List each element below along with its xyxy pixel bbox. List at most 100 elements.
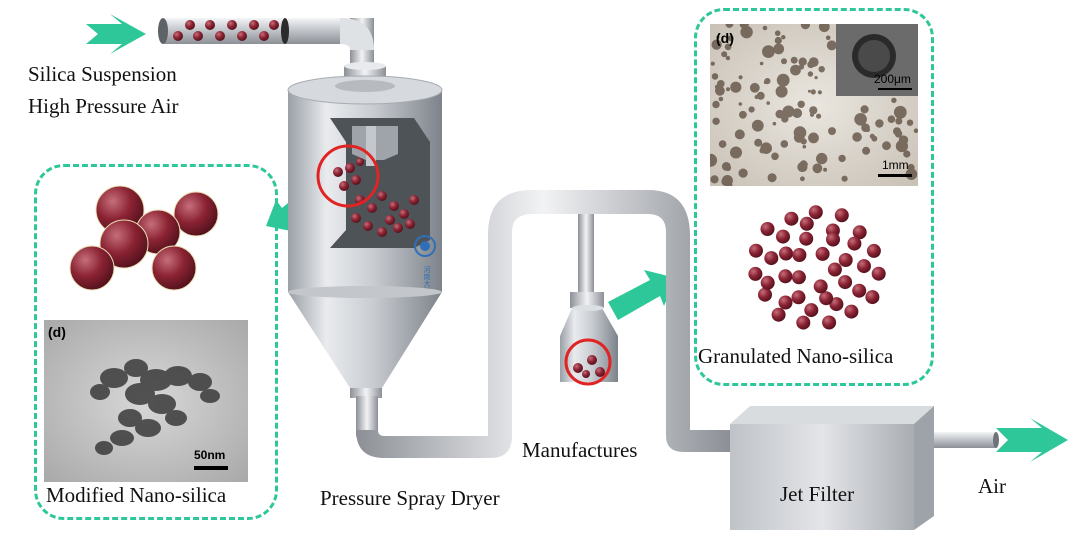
micrograph-granule (767, 173, 777, 183)
granule-particle (771, 307, 786, 322)
optical-panel-label: (d) (716, 30, 734, 46)
micrograph-granule (818, 66, 825, 73)
granulated-silica-model (748, 205, 886, 330)
micrograph-granule (738, 168, 748, 178)
granule-particle (822, 315, 837, 330)
micrograph-granule (718, 140, 727, 148)
micrograph-granule (721, 175, 733, 186)
cyclone-separator (560, 214, 618, 386)
micrograph-granule (826, 40, 837, 51)
tem-scale-bar-label: 50nm (194, 448, 226, 462)
micrograph-granule (793, 132, 805, 143)
inlet-label-suspension: Silica Suspension (28, 62, 177, 86)
micrograph-granule (759, 61, 764, 66)
manufactures-label: Manufactures (522, 438, 638, 462)
micrograph-granule (893, 105, 907, 119)
tem-panel-label: (d) (48, 324, 66, 340)
spray-dryer-label: Pressure Spray Dryer (320, 486, 500, 510)
micrograph-granule (712, 100, 720, 109)
micrograph-granule (816, 152, 828, 165)
granule-particle (819, 291, 834, 306)
granule-particle (796, 315, 811, 330)
granule-particle (827, 262, 842, 277)
micrograph-granule (724, 164, 732, 172)
micrograph-granule (771, 152, 779, 161)
micrograph-granule (782, 105, 795, 118)
micrograph-granule (816, 113, 822, 119)
granule-particle (778, 295, 793, 310)
micrograph-granule (738, 102, 743, 106)
micrograph-granule (798, 57, 807, 66)
micrograph-granule (906, 119, 914, 126)
micrograph-granule (730, 81, 742, 93)
micrograph-granule (774, 36, 782, 45)
granule-particle (871, 266, 886, 281)
micrograph-granule (724, 43, 732, 51)
highlight-circle (316, 144, 380, 208)
granule-particle (852, 225, 867, 240)
micrograph-granule (882, 141, 891, 151)
micrograph-granule (818, 24, 830, 33)
granule-particle (838, 275, 853, 290)
micrograph-granule (762, 45, 775, 58)
micrograph-granule (790, 56, 798, 64)
micrograph-granule (730, 146, 742, 159)
flow-arrow-icon (608, 270, 676, 320)
micrograph-granule (825, 35, 831, 41)
micrograph-granule (781, 35, 786, 40)
jet-filter (730, 406, 934, 530)
micrograph-granule (759, 147, 766, 154)
micrograph-granule (738, 75, 743, 80)
micrograph-granule (895, 117, 903, 125)
micrograph-granule (748, 106, 755, 113)
micrograph-granule (862, 146, 871, 155)
micrograph-granule (726, 87, 730, 92)
micrograph-granule (807, 61, 815, 69)
granule-particle (857, 259, 871, 274)
micrograph-granule (903, 150, 911, 158)
inlet-label-air: High Pressure Air (28, 94, 179, 118)
micrograph-granule (762, 25, 768, 31)
micrograph-granule (714, 84, 720, 90)
inset-scale-bar-label: 200μm (874, 72, 911, 86)
micrograph-granule (712, 117, 720, 126)
micrograph-granule (739, 110, 747, 119)
optical-micrograph: (d) 200μm 1mm (710, 24, 918, 186)
micrograph-granule (800, 24, 810, 30)
granule-particle (834, 208, 849, 223)
micrograph-granule (887, 115, 896, 123)
granule-particle (865, 290, 880, 305)
micrograph-granule (718, 96, 724, 102)
micrograph-granule (907, 163, 915, 172)
granule-particle (758, 287, 772, 302)
micrograph-granule (773, 43, 785, 55)
micrograph-granule (798, 64, 805, 70)
modified-silica-label: Modified Nano-silica (46, 483, 227, 507)
granule-particle (784, 211, 799, 226)
micrograph-granule (751, 119, 764, 132)
granulated-silica-label: Granulated Nano-silica (698, 344, 894, 368)
granule-particle (799, 231, 814, 246)
micrograph-granule (780, 140, 789, 148)
granule-particle (778, 269, 793, 284)
micrograph-granule (711, 39, 722, 50)
granule-particle (748, 266, 763, 281)
granule-particle (866, 243, 881, 258)
inlet-tube (158, 18, 374, 88)
granule-particle (791, 270, 806, 285)
granule-particle (760, 222, 775, 236)
micrograph-granule (895, 140, 908, 153)
granule-particle (792, 248, 807, 262)
granule-particle (829, 297, 844, 312)
granule-particle (760, 275, 775, 290)
micrograph-granule (869, 133, 875, 139)
micrograph-granule (710, 175, 719, 184)
micrograph-granule (711, 73, 719, 80)
micrograph-granule (740, 25, 753, 39)
micrograph-granule (809, 106, 818, 115)
granulated-silica-panel (694, 8, 934, 386)
granule-particle (813, 279, 828, 294)
micrograph-granule (710, 61, 715, 66)
micrograph-granule (808, 132, 819, 144)
